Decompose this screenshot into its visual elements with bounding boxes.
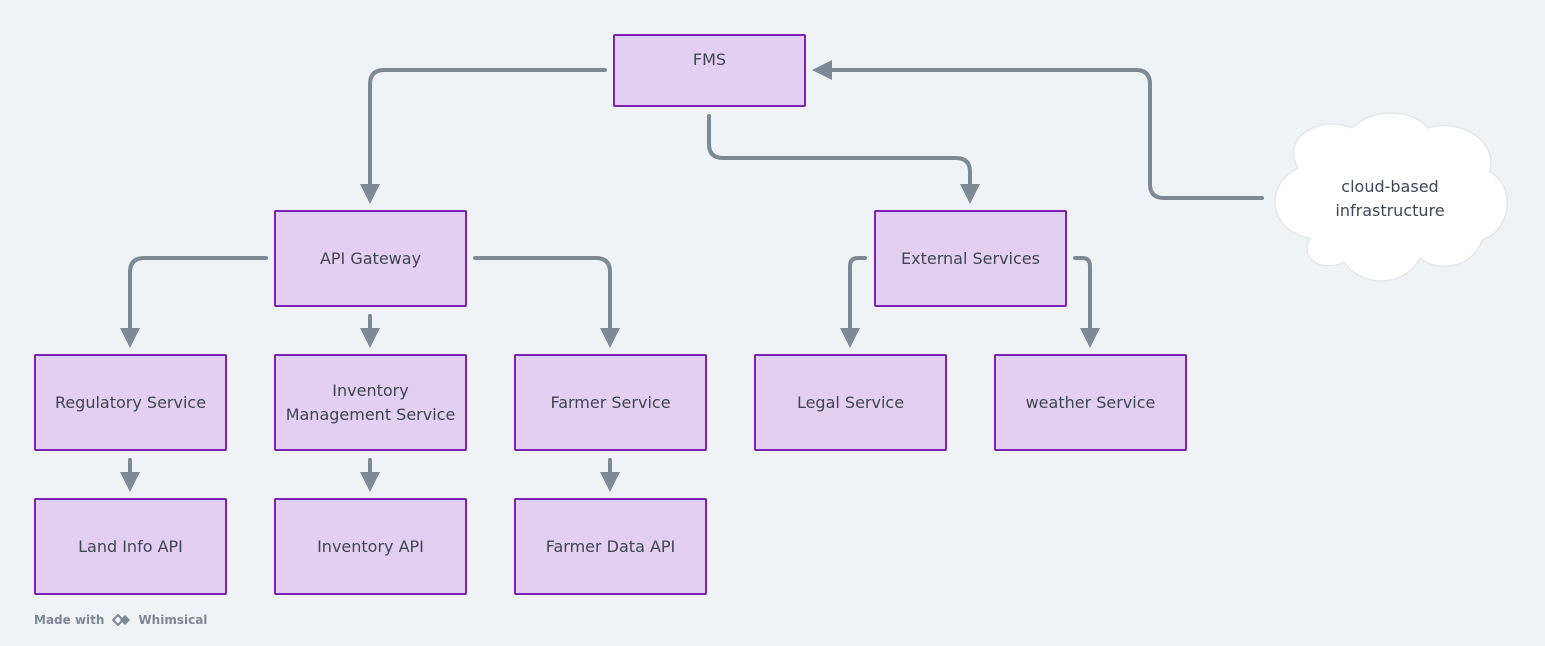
node-land-info-api[interactable]: Land Info API (34, 498, 227, 595)
node-legal-service[interactable]: Legal Service (754, 354, 947, 451)
footer-made-with-text: Made with (34, 613, 105, 627)
footer-brand-text: Whimsical (138, 613, 208, 627)
connector-api-gateway-to-regulatory-service (120, 256, 268, 348)
connector-cloud-to-fms (812, 60, 1264, 200)
node-farmer-data-api[interactable]: Farmer Data API (514, 498, 707, 595)
cloud-shape[interactable] (1274, 112, 1508, 282)
node-farmer-service[interactable]: Farmer Service (514, 354, 707, 451)
cloud-label: cloud-based infrastructure (1335, 177, 1445, 220)
node-inventory-management-service[interactable]: Inventory Management Service (274, 354, 467, 451)
connector-api-gateway-to-farmer-service (473, 256, 620, 348)
node-external-services[interactable]: External Services (874, 210, 1067, 307)
node-weather-service[interactable]: weather Service (994, 354, 1187, 451)
node-inventory-api[interactable]: Inventory API (274, 498, 467, 595)
connector-fms-to-api-gateway (360, 68, 607, 204)
node-api-gateway[interactable]: API Gateway (274, 210, 467, 307)
node-regulatory-service[interactable]: Regulatory Service (34, 354, 227, 451)
whimsical-logo-icon (109, 612, 133, 628)
footer-made-with-whimsical[interactable]: Made with Whimsical (34, 612, 207, 628)
connector-external-services-to-legal-service (840, 256, 867, 348)
node-fms[interactable]: FMS (613, 34, 806, 107)
connector-external-services-to-weather-service (1073, 256, 1100, 348)
connector-fms-to-external-services (707, 114, 980, 204)
